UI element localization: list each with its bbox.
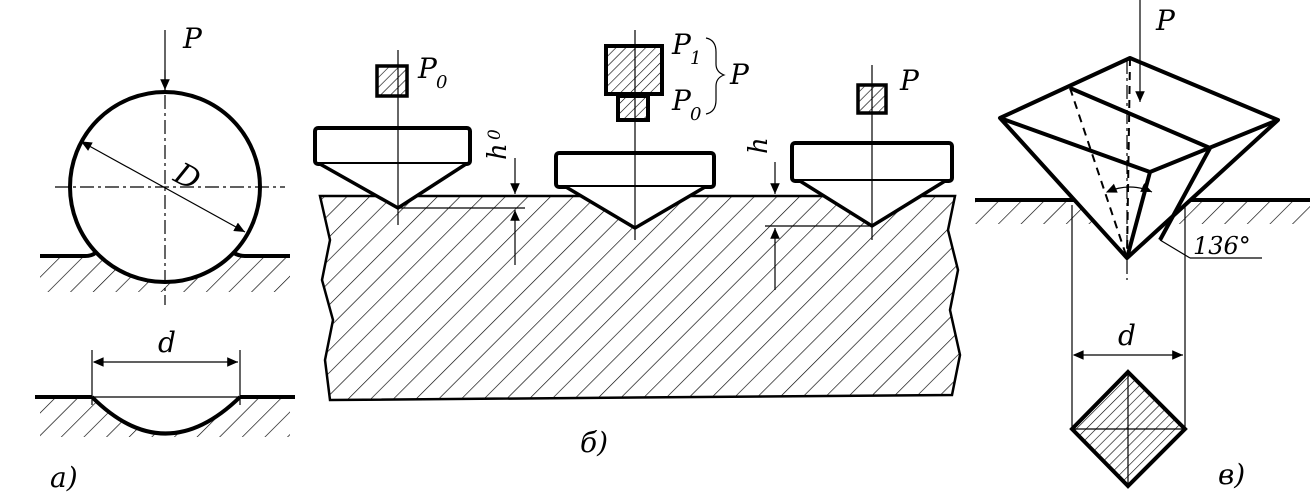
svg-text:1: 1 (690, 48, 701, 69)
preload-label-mid: P (671, 84, 692, 117)
main-load-label: P (671, 28, 692, 61)
diameter-arrow (80, 141, 246, 233)
angle-label: 136° (1193, 232, 1251, 260)
indenter-after-unload: P (790, 64, 954, 240)
load-label-c: P (1155, 4, 1176, 37)
weight-p0-left (375, 64, 409, 98)
svg-text:0: 0 (436, 72, 447, 93)
depth-h-dimension: h (744, 137, 872, 290)
load-label-a: P (182, 22, 203, 55)
weight-p1 (604, 44, 664, 96)
caption-a: a) (50, 461, 78, 492)
caption-b: б) (580, 426, 608, 459)
load-brace (705, 37, 726, 115)
total-load-label: P (729, 58, 750, 91)
depth0-label: h (483, 143, 513, 160)
pyramid-indenter (998, 56, 1280, 260)
pyramid-imprint-plan (1069, 369, 1188, 489)
panel-b-rockwell: P 0 h 0 P 1 P 0 P (313, 28, 962, 459)
right-load-label: P (899, 64, 920, 97)
panel-a-brinell: P D d a) (35, 22, 295, 492)
svg-text:0: 0 (485, 129, 505, 140)
weight-p0-mid (616, 94, 650, 122)
panel-c-vickers: P 136° d в) (975, 0, 1310, 491)
imprint-label-a: d (158, 326, 176, 359)
svg-text:0: 0 (690, 104, 701, 125)
specimen-block (318, 194, 962, 402)
indenter-preload: P 0 (313, 50, 472, 225)
depth-label: h (744, 137, 774, 154)
caption-c: в) (1218, 458, 1245, 491)
indenter-main-load: P 1 P 0 P (554, 28, 750, 240)
diagonal-label: d (1118, 319, 1136, 352)
depth-h0-dimension: h 0 (400, 129, 525, 265)
imprint-section-a: d (35, 326, 295, 437)
angle-arc (1105, 183, 1153, 193)
preload-label-left: P (417, 52, 438, 85)
